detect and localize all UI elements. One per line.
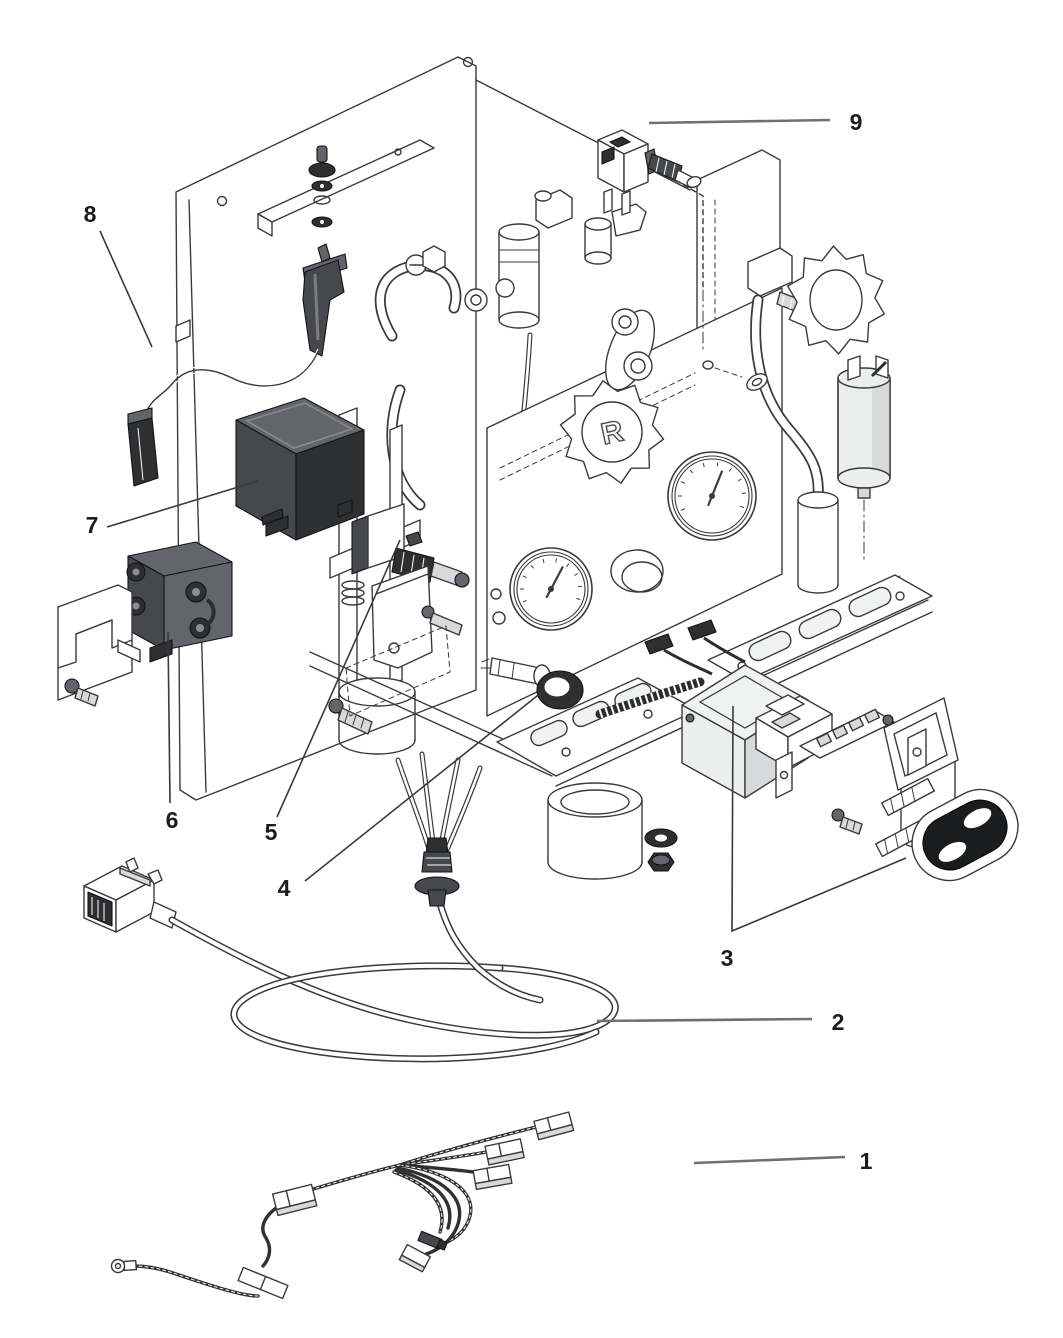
wiring-harness	[110, 1111, 575, 1300]
terminal-screws	[126, 562, 211, 639]
inline-connector	[237, 1266, 289, 1300]
terminal-block	[57, 541, 233, 707]
wire-connector	[687, 619, 717, 641]
leader-line-3	[731, 705, 907, 933]
frame-screw	[831, 808, 863, 835]
boiler-plumbing	[374, 189, 647, 511]
part-1-label: 1	[860, 1148, 873, 1174]
part-3-label: 3	[721, 945, 734, 971]
mains-plug	[83, 857, 177, 933]
switch-pcb	[755, 694, 895, 799]
spade-connector	[398, 1243, 431, 1273]
leader-line-6	[167, 631, 171, 804]
pressure-switch	[597, 129, 704, 351]
spade-connector	[533, 1111, 575, 1141]
spade-connector	[472, 1163, 513, 1191]
indicator-lamp	[480, 657, 584, 710]
capacitor	[837, 355, 891, 561]
part-5-label: 5	[265, 819, 278, 845]
callouts: 1 2 3 4 5 6 7 8 9	[84, 109, 907, 1174]
level-probe-assembly	[127, 145, 348, 487]
part-9-label: 9	[850, 109, 863, 135]
part-4-label: 4	[278, 875, 291, 901]
steam-valve-assembly	[702, 245, 891, 594]
wire-connector	[644, 633, 674, 655]
leader-line-4	[304, 691, 543, 882]
probe-cable-connector	[127, 417, 159, 487]
part-7-label: 7	[86, 512, 99, 538]
mounting-bolt	[328, 698, 373, 735]
control-box	[235, 397, 365, 541]
spade-connector	[271, 1183, 318, 1217]
cable-grommet	[395, 751, 483, 907]
valve-rollers	[604, 308, 656, 391]
boiler-pressure-gauge	[509, 547, 593, 631]
leader-line-9	[648, 118, 831, 125]
solenoid-valve	[328, 503, 470, 735]
spade-connector-small	[417, 1230, 448, 1251]
electronic-box-assembly	[595, 619, 1019, 882]
pump-pressure-gauge	[667, 451, 757, 541]
leader-line-5	[276, 539, 401, 818]
mounting-bracket	[57, 584, 141, 701]
brand-star-knob: R	[559, 380, 665, 484]
leader-line-8	[99, 230, 153, 348]
part-2-label: 2	[832, 1009, 845, 1035]
power-cord	[83, 751, 619, 1063]
machine-foot-center	[547, 782, 643, 880]
bracket-screw	[64, 678, 99, 707]
leader-line-7	[106, 480, 259, 528]
front-panel: R	[486, 287, 783, 717]
leader-line-2	[596, 1017, 813, 1023]
panel-frame	[883, 697, 959, 791]
spade-connector	[484, 1138, 525, 1166]
ribbon-cable	[142, 351, 319, 421]
part-8-label: 8	[84, 201, 97, 227]
leader-line-1	[693, 1155, 846, 1165]
part-6-label: 6	[166, 807, 179, 833]
top-bracket	[257, 139, 435, 237]
switch-bezel	[875, 777, 1019, 882]
ring-terminal	[110, 1258, 138, 1274]
